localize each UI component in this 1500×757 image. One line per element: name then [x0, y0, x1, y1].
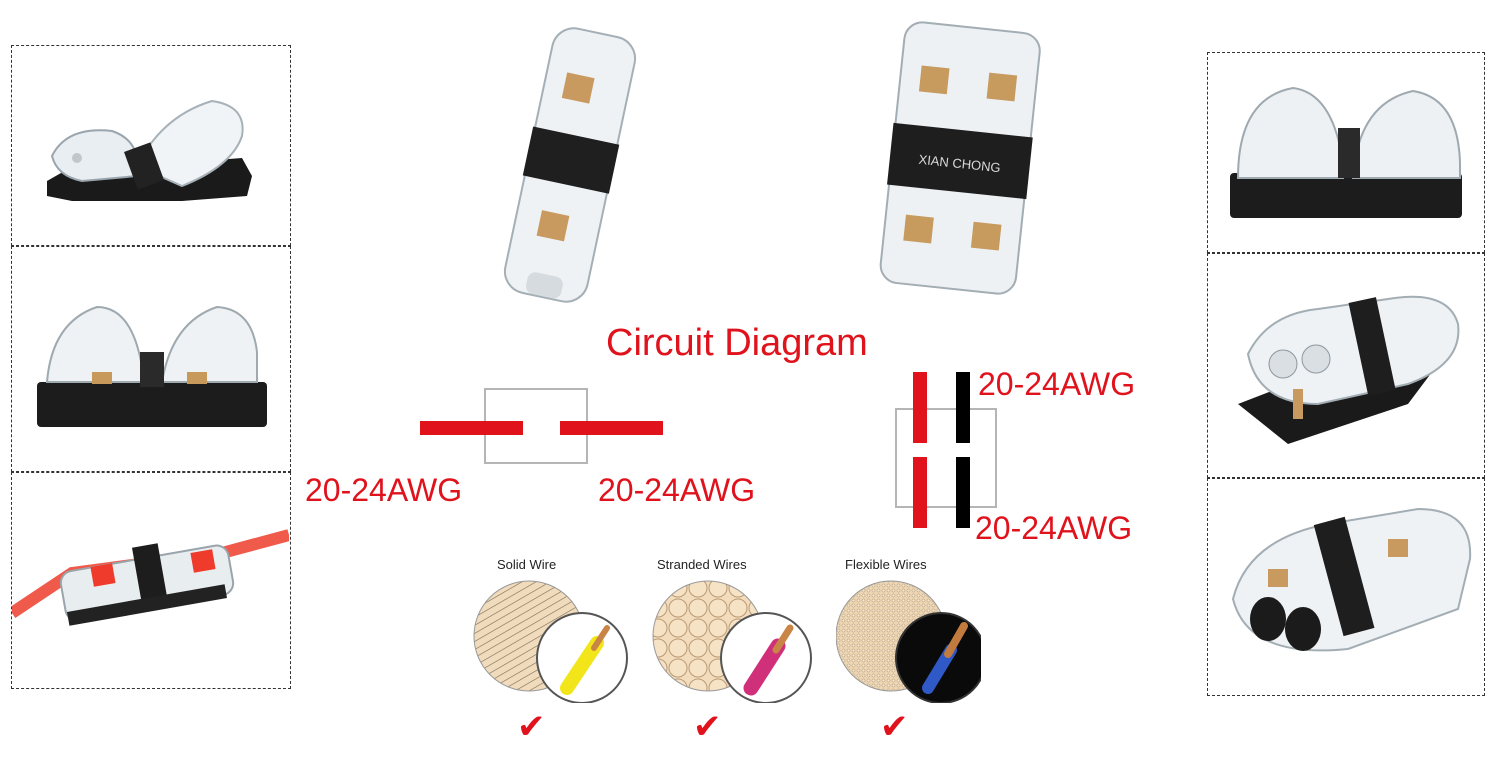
left-photo-frame-2 — [11, 246, 291, 472]
solid-wire-check-icon: ✔ — [517, 707, 546, 747]
dual-connector-front-photo — [1231, 507, 1472, 652]
dual-wire-connector-photo: XIAN CHONG — [879, 21, 1041, 295]
wired-connector-photo — [12, 529, 289, 626]
circuit-diagram-title: Circuit Diagram — [606, 322, 868, 364]
left-photo-frame-3 — [11, 472, 291, 689]
left-circuit-wire-b — [560, 421, 663, 435]
left-photo-frame-1 — [11, 45, 291, 246]
right-photo-frame-3 — [1207, 478, 1485, 696]
right-circuit-red-bottom — [913, 457, 927, 528]
t-tap-connector-side-photo — [37, 305, 267, 427]
flexible-wire-check-icon: ✔ — [880, 707, 909, 747]
left-circuit-wire-a — [420, 421, 523, 435]
wire-type-label-flexible: Flexible Wires — [845, 557, 927, 572]
dual-connector-angled-photo — [1238, 295, 1460, 444]
right-circuit-black-bottom — [956, 457, 970, 528]
t-tap-connector-right-photo — [1230, 86, 1462, 218]
stranded-wire-check-icon: ✔ — [693, 707, 722, 747]
right-circuit-box — [895, 408, 997, 508]
solid-wire-illustration — [473, 580, 628, 703]
flexible-wire-illustration — [836, 580, 981, 703]
wire-type-label-stranded: Stranded Wires — [657, 557, 747, 572]
stranded-wire-illustration — [652, 580, 812, 703]
right-circuit-label-bottom: 20-24AWG — [975, 510, 1133, 546]
right-circuit-label-top: 20-24AWG — [978, 366, 1136, 402]
left-circuit-label-left: 20-24AWG — [305, 472, 463, 508]
t-tap-connector-photo — [47, 99, 252, 201]
right-photo-frame-2 — [1207, 253, 1485, 478]
wire-type-label-solid: Solid Wire — [497, 557, 557, 572]
right-circuit-black-top — [956, 372, 970, 443]
right-photo-frame-1 — [1207, 52, 1485, 253]
single-wire-connector-photo — [503, 27, 637, 303]
right-circuit-red-top — [913, 372, 927, 443]
left-circuit-label-right: 20-24AWG — [598, 472, 756, 508]
